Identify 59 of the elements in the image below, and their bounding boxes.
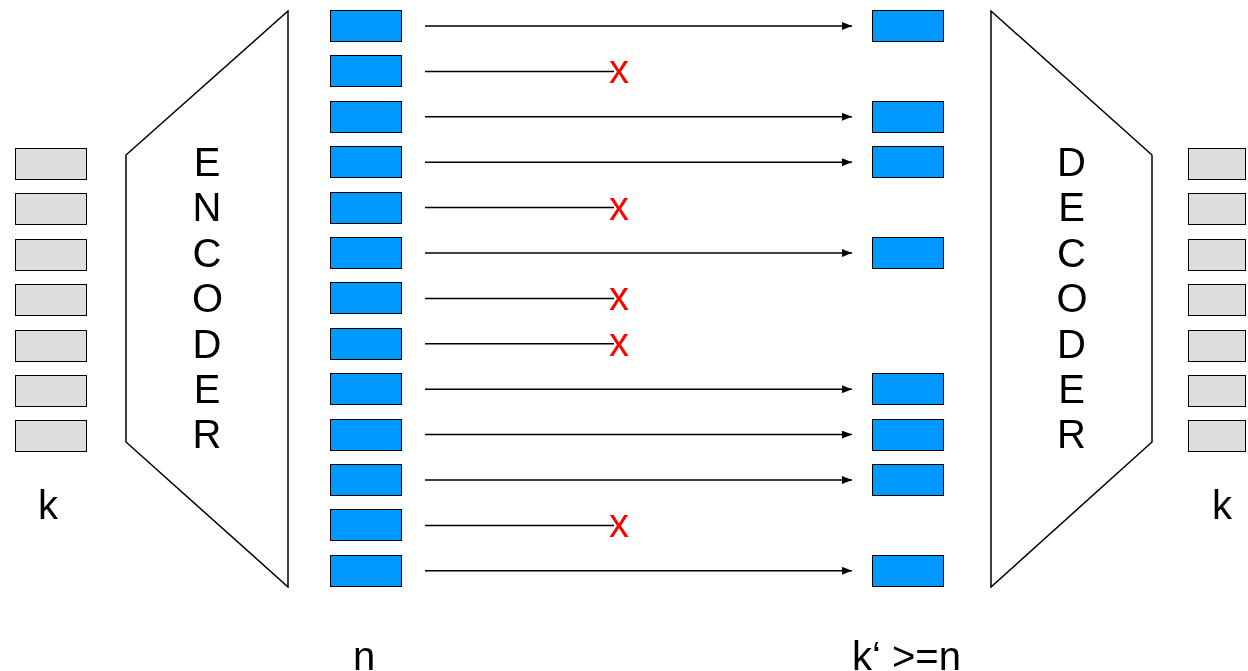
received-block <box>872 146 944 179</box>
data-block <box>15 193 87 226</box>
line <box>424 297 615 300</box>
encoded-block <box>330 554 402 587</box>
encoded-block <box>330 373 402 406</box>
encoded-block <box>330 418 402 451</box>
data-block <box>1188 193 1246 226</box>
arrow <box>424 476 853 484</box>
encoded-block <box>330 509 402 542</box>
cross-mark: x <box>606 185 632 226</box>
encoded-block <box>330 100 402 133</box>
received-block <box>872 373 944 406</box>
block-count-label: k <box>38 483 58 527</box>
encoded-block <box>330 10 402 42</box>
data-block <box>1188 148 1246 180</box>
decoder-label: DECODER <box>1056 140 1087 458</box>
arrow <box>424 112 853 121</box>
line <box>424 524 615 527</box>
data-block <box>15 375 87 407</box>
data-block <box>1188 375 1246 407</box>
count-label: k‘ >=n <box>852 634 961 671</box>
encoded-block <box>330 191 402 224</box>
cross-mark: x <box>606 276 632 317</box>
encoded-block <box>330 327 402 360</box>
received-block <box>872 464 944 496</box>
arrow <box>424 249 853 257</box>
data-block <box>15 238 87 271</box>
count-label: n <box>353 634 376 671</box>
data-block <box>15 329 87 362</box>
data-block <box>1188 420 1246 453</box>
received-block <box>872 100 944 133</box>
received-block <box>872 554 944 587</box>
data-block <box>15 284 87 317</box>
encoder-label: ENCODER <box>192 140 222 458</box>
data-block <box>1188 329 1246 362</box>
received-block <box>872 418 944 451</box>
line <box>424 206 615 209</box>
arrow <box>424 158 853 167</box>
received-block <box>872 10 944 42</box>
arrow <box>424 430 853 439</box>
encoded-block <box>330 464 402 496</box>
cross-mark: x <box>606 503 632 544</box>
line <box>424 343 615 345</box>
encoded-block <box>330 146 402 179</box>
encoded-block <box>330 237 402 269</box>
data-block <box>15 420 87 453</box>
arrow <box>424 22 853 30</box>
block-count-label: k <box>1212 483 1232 527</box>
data-block <box>1188 238 1246 271</box>
cross-mark: x <box>606 49 632 90</box>
arrow <box>424 385 853 394</box>
arrow <box>424 566 853 575</box>
encoded-block <box>330 282 402 315</box>
cross-mark: x <box>606 321 632 362</box>
received-block <box>872 237 944 269</box>
data-block <box>15 148 87 180</box>
data-block <box>1188 284 1246 317</box>
line <box>424 70 615 73</box>
encoded-block <box>330 55 402 88</box>
